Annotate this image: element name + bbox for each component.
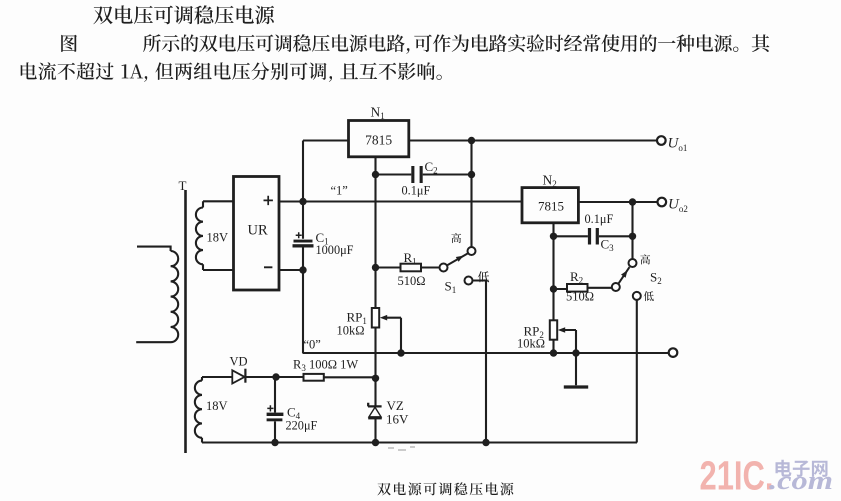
svg-text:1000μF: 1000μF: [316, 243, 354, 257]
svg-text:N1: N1: [371, 105, 385, 122]
svg-text:510Ω: 510Ω: [398, 274, 426, 288]
svg-text:S2: S2: [650, 270, 662, 287]
svg-text:Uo1: Uo1: [668, 136, 688, 154]
svg-text:510Ω: 510Ω: [566, 290, 594, 304]
svg-text:10kΩ: 10kΩ: [517, 337, 545, 351]
svg-text:16V: 16V: [386, 412, 409, 427]
svg-text:UR: UR: [248, 223, 268, 239]
svg-text:Uo2: Uo2: [668, 197, 688, 215]
svg-text:C3: C3: [601, 237, 615, 254]
svg-text:0.1μF: 0.1μF: [585, 212, 614, 226]
svg-text:“0”: “0”: [304, 338, 321, 352]
svg-text:R1: R1: [404, 250, 417, 267]
svg-text:C2: C2: [425, 159, 438, 176]
svg-text:“1”: “1”: [331, 184, 348, 198]
svg-text:VD: VD: [230, 355, 248, 369]
svg-text:0.1μF: 0.1μF: [402, 184, 431, 198]
svg-text:R2: R2: [570, 269, 583, 286]
svg-text:VZ: VZ: [387, 398, 404, 413]
svg-text:10kΩ: 10kΩ: [337, 324, 365, 338]
svg-text:220μF: 220μF: [286, 419, 318, 433]
svg-text:18V: 18V: [206, 399, 228, 413]
svg-text:7815: 7815: [538, 199, 564, 214]
svg-text:T: T: [179, 178, 187, 193]
svg-text:N2: N2: [543, 173, 557, 190]
svg-text:.com: .com: [769, 466, 833, 495]
svg-text:7815: 7815: [365, 133, 392, 148]
svg-text:18V: 18V: [207, 231, 229, 245]
svg-text:RP2: RP2: [524, 324, 544, 341]
svg-text:RP1: RP1: [347, 310, 367, 327]
svg-text:R3 100Ω 1W: R3 100Ω 1W: [293, 358, 358, 374]
svg-text:21IC.: 21IC.: [700, 452, 774, 498]
svg-text:S1: S1: [445, 279, 457, 296]
